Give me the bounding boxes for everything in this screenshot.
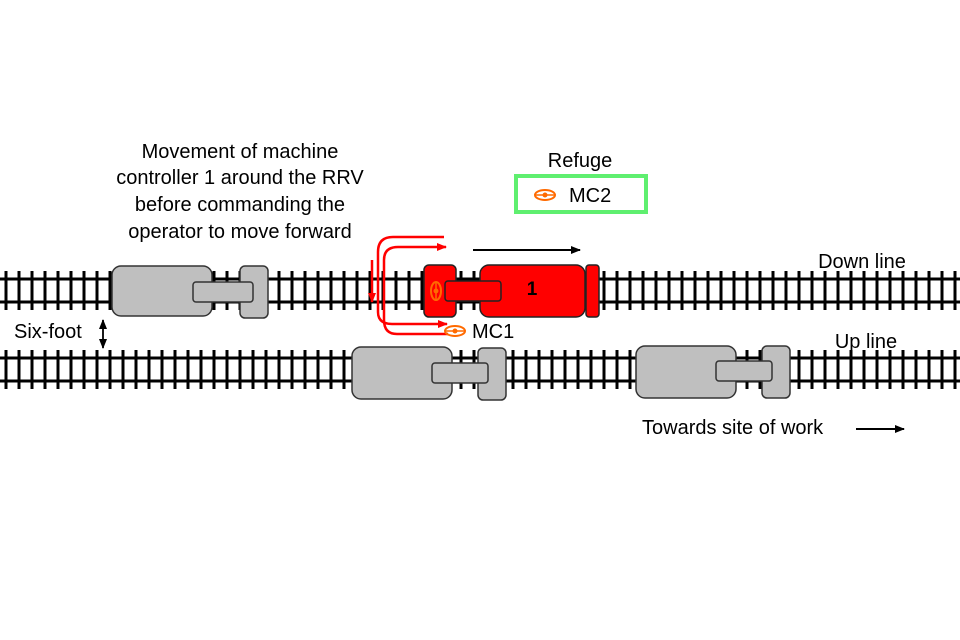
svg-text:operator to move forward: operator to move forward [128,221,351,243]
mc2-label: MC2 [569,185,611,207]
six-foot-label: Six-foot [14,321,82,343]
eye-icon [534,189,556,201]
svg-text:before commanding the: before commanding the [135,194,345,216]
refuge-title: Refuge [548,150,613,172]
movement-path-icon [368,235,448,336]
parked-vehicle-down-line [111,265,269,319]
svg-text:controller 1 around the RRV: controller 1 around the RRV [116,167,364,189]
rrv-vehicle [423,264,600,318]
refuge-box [514,174,648,214]
movement-caption: Movement of machine controller 1 around … [116,141,364,243]
rrv-number: 1 [527,279,538,300]
eye-icon [430,281,442,301]
down-line-label: Down line [818,251,906,273]
parked-vehicle-up-line-1 [351,346,507,401]
direction-label: Towards site of work [642,417,824,439]
up-line-label: Up line [835,331,897,353]
eye-icon [444,325,466,337]
mc1-label: MC1 [472,321,514,343]
svg-text:Movement of machine: Movement of machine [142,141,339,163]
parked-vehicle-up-line-2 [635,345,791,399]
